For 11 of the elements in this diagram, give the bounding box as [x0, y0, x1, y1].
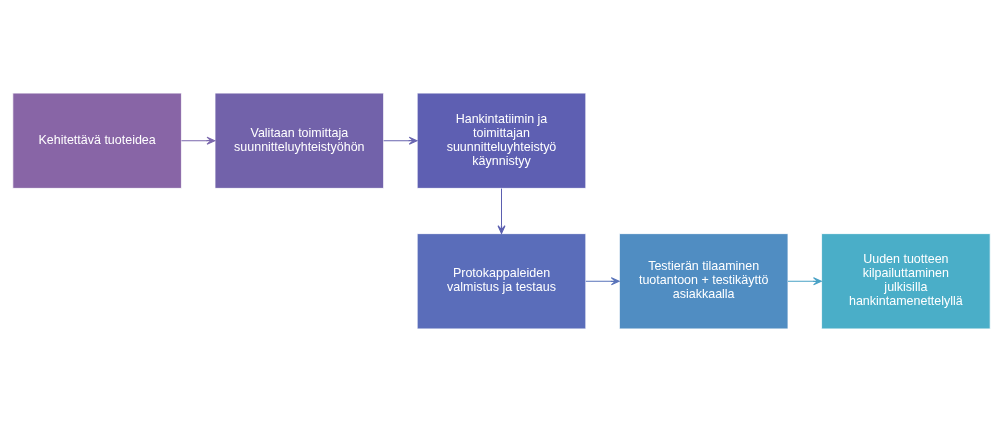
node-box: Kehitettävä tuoteidea [12, 92, 182, 189]
arrow [497, 187, 506, 234]
node-box: Valitaan toimittaja suunnitteluyhteistyöhön [214, 92, 384, 189]
node-box: Hankintatiimin ja toimittajan suunnitteluyhteistyö käynnistyy [416, 92, 587, 189]
node-box: Uuden tuotteen kilpailuttaminen julkisilla hankintamenettelyllä [821, 232, 991, 329]
node-box: Testierän tilaaminen tuotantoon + testikäyttö asiakkaalla [619, 232, 789, 329]
node-box: Protokappaleiden valmistus ja testaus [416, 232, 587, 329]
arrow [383, 136, 418, 145]
arrow [585, 276, 620, 285]
arrow [180, 136, 216, 145]
arrow [787, 276, 822, 285]
